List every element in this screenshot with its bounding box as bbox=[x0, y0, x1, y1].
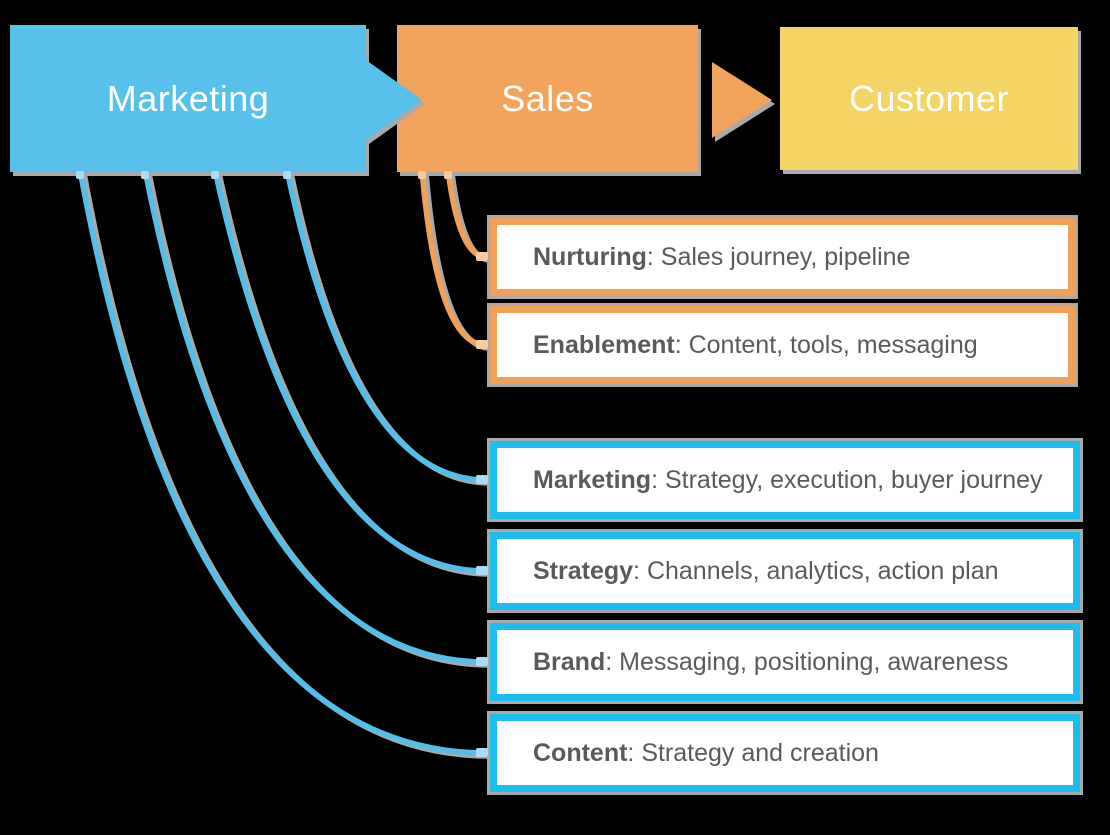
connector-sales-enablement bbox=[419, 169, 487, 348]
detail-text: : Strategy, execution, buyer journey bbox=[651, 465, 1043, 494]
detail-box-content: Content: Strategy and creation bbox=[490, 714, 1080, 792]
connector-endpoint bbox=[476, 340, 488, 349]
detail-text: : Strategy and creation bbox=[627, 738, 879, 767]
stage-sales-box: Sales bbox=[397, 25, 698, 172]
stage-sales-label: Sales bbox=[501, 77, 594, 119]
detail-box-enablement: Enablement: Content, tools, messaging bbox=[490, 306, 1075, 384]
connector-endpoint bbox=[476, 475, 488, 484]
connector-endpoint bbox=[476, 252, 488, 261]
stage-marketing-box: Marketing bbox=[10, 25, 366, 172]
connector-endpoint bbox=[476, 566, 488, 575]
connector-startpoint bbox=[444, 171, 452, 179]
detail-box-brand: Brand: Messaging, positioning, awareness bbox=[490, 623, 1080, 701]
stage-customer-box: Customer bbox=[780, 27, 1078, 170]
connector-marketing-brand bbox=[142, 169, 487, 665]
detail-keyword: Nurturing bbox=[533, 242, 647, 271]
detail-keyword: Marketing bbox=[533, 465, 652, 494]
detail-text: : Sales journey, pipeline bbox=[646, 242, 911, 271]
connector-endpoint bbox=[476, 748, 488, 757]
connector-marketing-marketing bbox=[284, 169, 487, 483]
stage-customer: Customer bbox=[780, 27, 1078, 170]
connector-startpoint bbox=[141, 171, 149, 179]
stage-marketing-label: Marketing bbox=[106, 77, 270, 119]
detail-keyword: Strategy bbox=[533, 556, 634, 585]
stage-sales-arrow bbox=[712, 62, 772, 138]
stage-sales: Sales bbox=[397, 25, 698, 172]
detail-keyword: Enablement bbox=[533, 330, 675, 359]
detail-box-strategy: Strategy: Channels, analytics, action pl… bbox=[490, 532, 1080, 610]
connector-startpoint bbox=[211, 171, 219, 179]
stage-marketing: Marketing bbox=[10, 25, 422, 172]
stage-customer-label: Customer bbox=[848, 77, 1010, 119]
connector-startpoint bbox=[418, 171, 426, 179]
connector-startpoint bbox=[76, 171, 84, 179]
arrow-right-icon bbox=[366, 60, 422, 140]
detail-keyword: Brand bbox=[533, 647, 606, 676]
arrow-right-icon bbox=[712, 62, 772, 138]
detail-text: : Channels, analytics, action plan bbox=[633, 556, 999, 585]
detail-box-marketing: Marketing: Strategy, execution, buyer jo… bbox=[490, 441, 1080, 519]
detail-text: : Messaging, positioning, awareness bbox=[605, 647, 1009, 676]
connector-marketing-strategy bbox=[212, 169, 487, 574]
detail-text: : Content, tools, messaging bbox=[674, 330, 978, 359]
connector-endpoint bbox=[476, 657, 488, 666]
connector-marketing-content bbox=[77, 169, 487, 756]
detail-keyword: Content bbox=[533, 738, 628, 767]
detail-box-nurturing: Nurturing: Sales journey, pipeline bbox=[490, 218, 1075, 296]
connector-startpoint bbox=[283, 171, 291, 179]
